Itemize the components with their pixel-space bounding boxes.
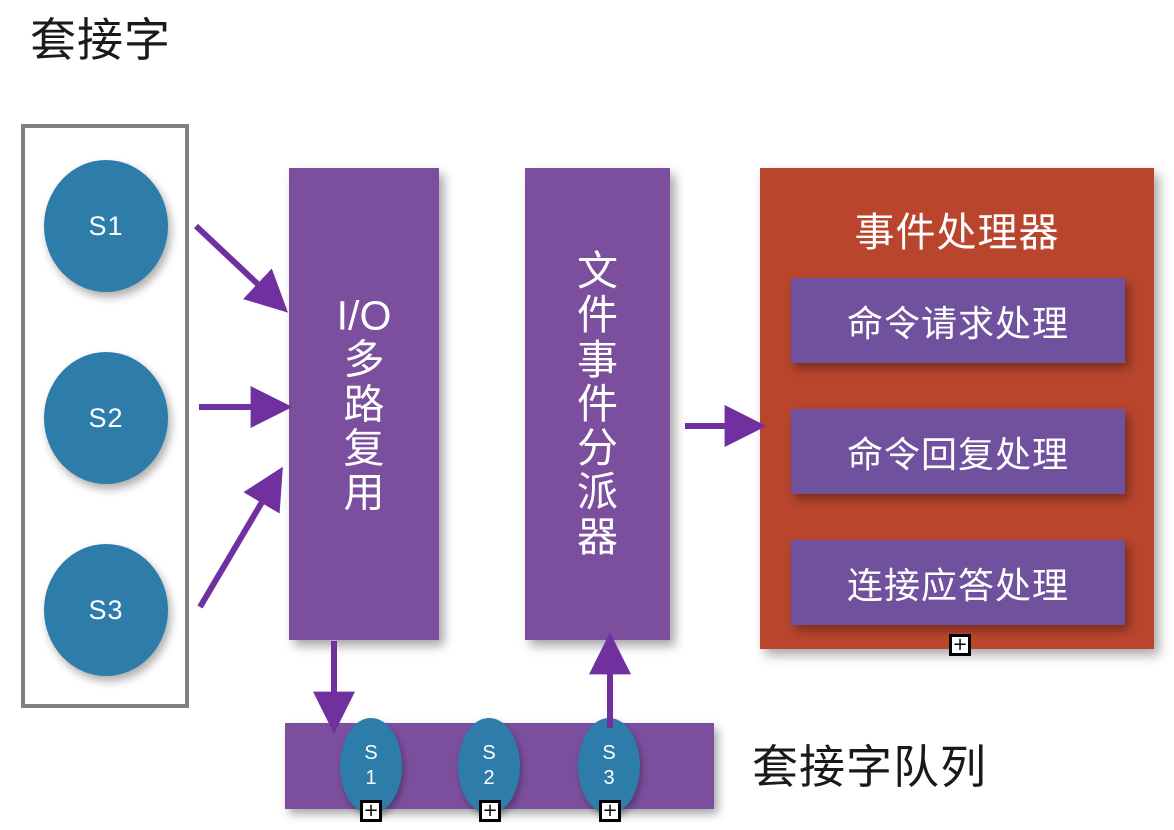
queue-node-s1-top: S xyxy=(364,742,378,764)
arrow-s3-to-io xyxy=(197,466,283,609)
handler-item-command-request[interactable]: 命令请求处理 xyxy=(791,278,1125,363)
socket-queue-label: 套接字队列 xyxy=(752,741,987,793)
socket-node-s1-label: S1 xyxy=(88,210,124,241)
queue-node-s2[interactable]: S 2 xyxy=(458,718,520,814)
expand-plus-icon-event-handler[interactable]: + xyxy=(949,634,971,656)
socket-node-s3-label: S3 xyxy=(88,594,124,625)
queue-node-s3-top: S xyxy=(602,742,616,764)
handler-item-connection-accept[interactable]: 连接应答处理 xyxy=(791,540,1125,625)
queue-node-s1-bottom: 1 xyxy=(365,767,377,789)
queue-node-s2-top: S xyxy=(482,742,496,764)
queue-node-s3-bottom: 3 xyxy=(603,767,615,789)
expand-plus-icon-queue-s2[interactable]: + xyxy=(479,800,501,822)
queue-node-s3[interactable]: S 3 xyxy=(578,718,640,814)
expand-plus-icon-queue-s3[interactable]: + xyxy=(599,800,621,822)
queue-node-s1[interactable]: S 1 xyxy=(340,718,402,814)
handler-item-command-reply[interactable]: 命令回复处理 xyxy=(791,409,1125,494)
queue-node-s2-bottom: 2 xyxy=(483,767,495,789)
event-handler-box[interactable]: 事件处理器 命令请求处理 命令回复处理 连接应答处理 xyxy=(760,168,1154,649)
socket-node-s2-label: S2 xyxy=(88,402,124,433)
expand-plus-icon-queue-s1[interactable]: + xyxy=(360,800,382,822)
handler-item-command-request-label: 命令请求处理 xyxy=(846,302,1069,344)
page-title: 套接字 xyxy=(30,14,171,66)
socket-node-s2[interactable]: S2 xyxy=(44,352,168,484)
io-multiplexing-label: I/O 多 路 复 用 xyxy=(336,292,392,516)
io-multiplexing-box[interactable]: I/O 多 路 复 用 xyxy=(289,168,439,640)
handler-item-command-reply-label: 命令回复处理 xyxy=(846,433,1069,475)
arrow-s1-to-io xyxy=(193,223,288,313)
file-event-dispatcher-box[interactable]: 文 件 事 件 分 派 器 xyxy=(525,168,670,640)
socket-node-s1[interactable]: S1 xyxy=(44,160,168,292)
handler-item-connection-accept-label: 连接应答处理 xyxy=(846,564,1069,606)
file-event-dispatcher-label: 文 件 事 件 分 派 器 xyxy=(577,248,618,560)
event-handler-title: 事件处理器 xyxy=(854,211,1060,255)
socket-node-s3[interactable]: S3 xyxy=(44,544,168,676)
